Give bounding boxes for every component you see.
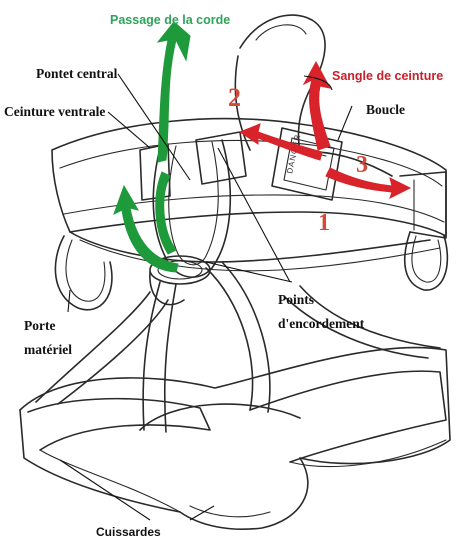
label-gear-loop-line1: Porte (24, 318, 55, 333)
buckle: DANGER (272, 128, 342, 200)
label-central-bridge: Pontet central (36, 66, 118, 81)
label-leg-loops: Cuissardes (96, 525, 161, 539)
label-tie-in-points-line1: Points (278, 292, 314, 307)
green-arrow-upper (158, 22, 190, 162)
label-rope-passage: Passage de la corde (110, 13, 230, 27)
step-number-3: 3 (356, 152, 368, 178)
step-number-1: 1 (318, 210, 330, 236)
leg-loops (20, 262, 450, 529)
red-arrow-up (304, 62, 330, 150)
labels: Passage de la corde Pontet central Ceint… (4, 13, 443, 539)
red-arrow-through (326, 168, 410, 198)
label-waist-belt: Ceinture ventrale (4, 104, 105, 119)
step-number-2: 2 (228, 83, 241, 112)
label-belt-strap: Sangle de ceinture (332, 69, 443, 83)
label-tie-in-points-line2: d'encordement (278, 316, 365, 331)
label-gear-loop-line2: matériel (24, 342, 72, 357)
waist-belt (52, 119, 446, 271)
label-buckle: Boucle (366, 102, 405, 117)
